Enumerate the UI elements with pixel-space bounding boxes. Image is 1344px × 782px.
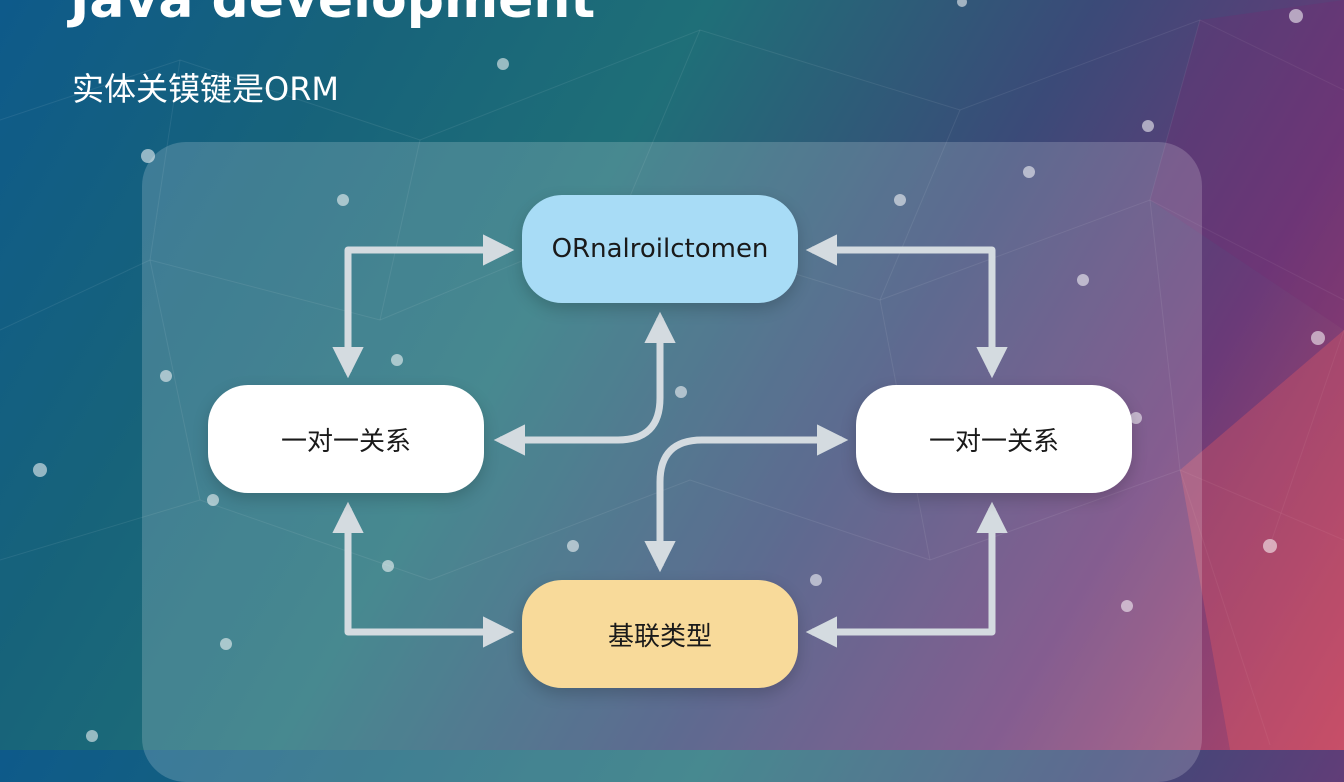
page-subtitle: 实体关镆键是ORM [72,70,340,108]
node-association-type-label: 基联类型 [607,621,712,652]
node-orm: ORnalroilctomen [522,195,798,303]
node-orm-label: ORnalroilctomen [551,234,769,264]
node-one-to-one-left: 一对一关系 [208,385,484,493]
connector-arrows [332,234,1008,648]
arrow-left-top [332,234,515,379]
arrow-left-to-top [493,311,676,456]
arrow-left-bottom [332,501,515,648]
node-one-to-one-right: 一对一关系 [856,385,1132,493]
background-mesh [1150,0,1344,750]
node-association-type: 基联类型 [522,580,798,688]
arrow-bottom-to-right [644,424,849,573]
node-one-to-one-right-label: 一对一关系 [928,426,1059,457]
arrow-right-bottom [805,501,1008,648]
arrow-right-top [805,234,1008,379]
page-title: Java development [70,0,596,30]
node-one-to-one-left-label: 一对一关系 [280,426,411,457]
